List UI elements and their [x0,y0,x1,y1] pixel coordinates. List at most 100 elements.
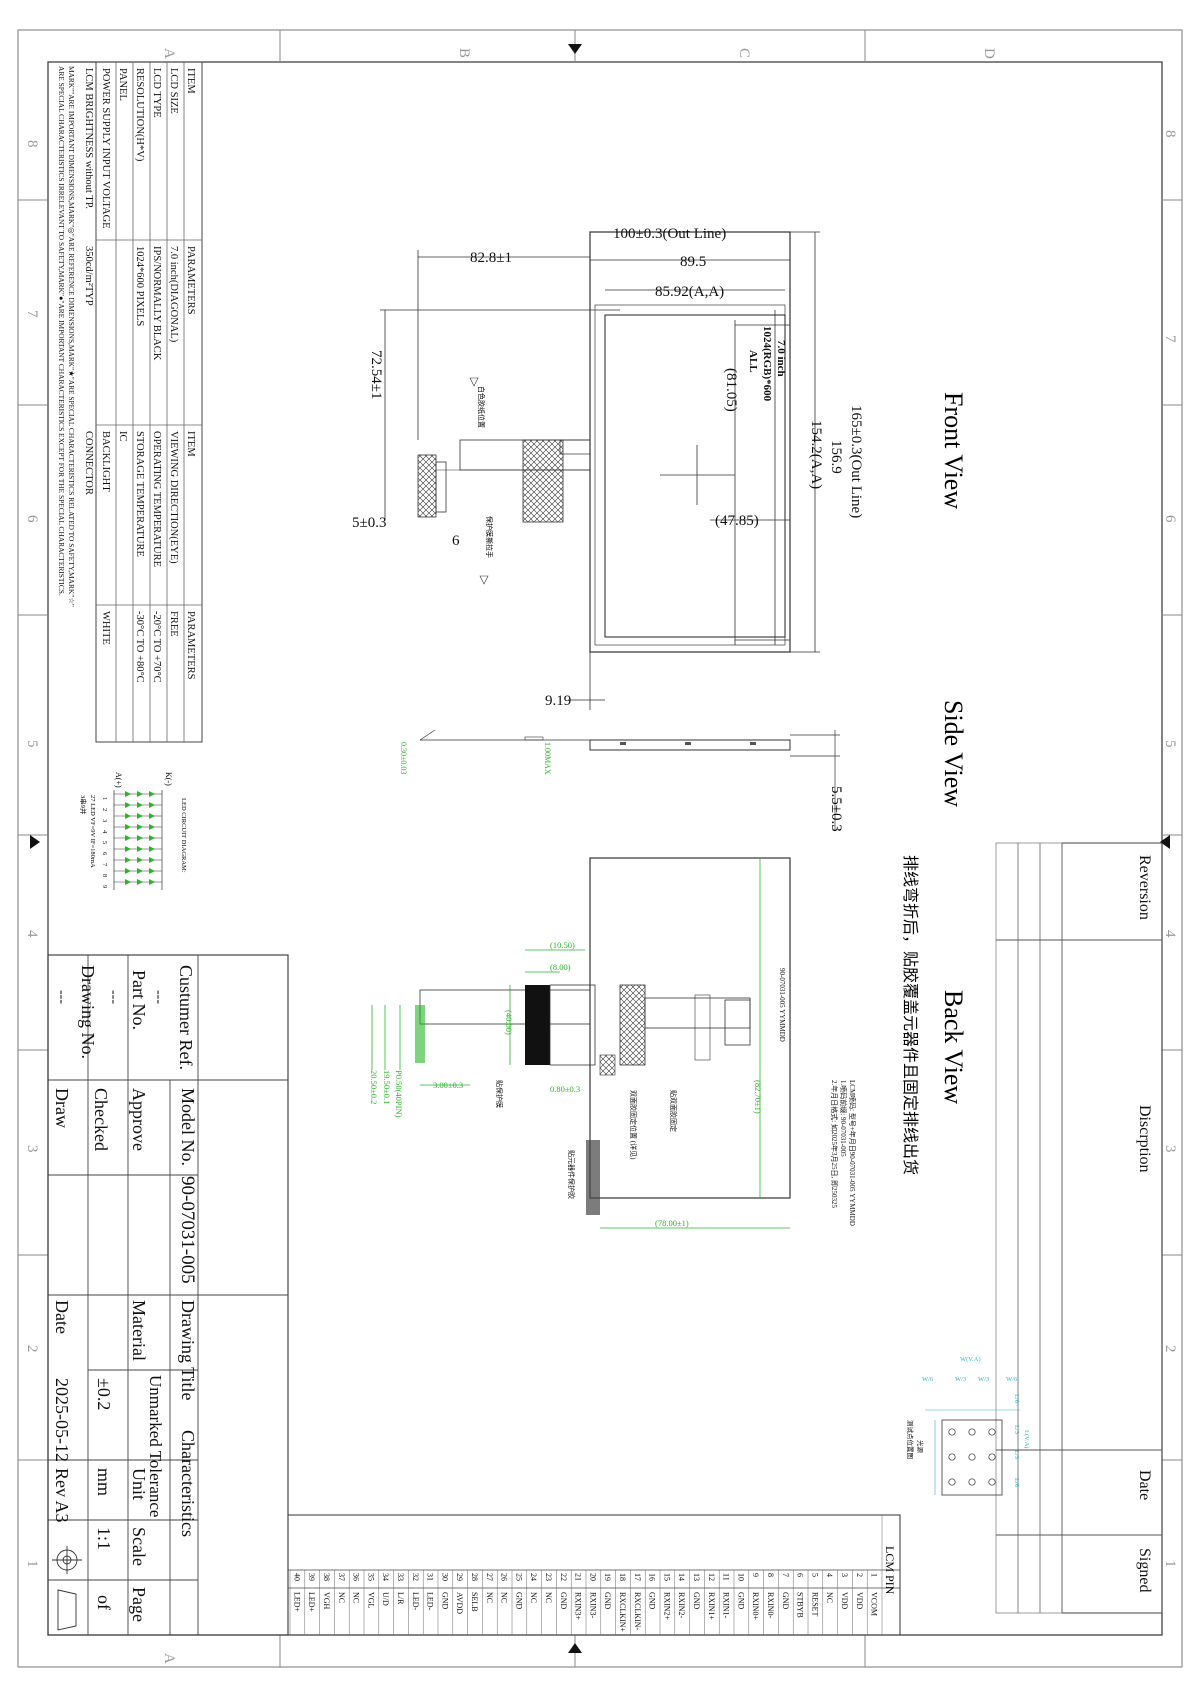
dim-component-height: 1.00MAX [543,742,552,775]
pin-signal: RXIN1- [722,1592,731,1619]
note-white-tape-marker-icon [469,377,479,387]
dim-height-156-9: 156.9 [828,440,844,474]
led-diode-icon [149,846,155,852]
pin-number: 35 [366,1573,375,1581]
pin-number: 33 [396,1573,405,1581]
back-view-note: 排线弯折后，贴胶覆盖元器件且固定排线出货 [901,855,919,1175]
pin-signal: RXIN1+ [707,1592,716,1621]
date-label: Date [52,1300,72,1334]
pin-number: 39 [307,1573,316,1581]
zone-row-4-right: 4 [1162,930,1178,938]
back-dim-82-70: (82.70±1) [753,1080,763,1114]
note-pull-tab-marker-icon [479,575,489,585]
led-diode-icon [149,791,155,797]
pixel-w3-b: W/3 [978,1376,989,1383]
led-num-1: 1 [101,797,108,800]
drawing-title-value: Characteristics [178,1430,198,1537]
zone-col-b: B [456,48,472,58]
revision-header-date: Date [1136,1470,1153,1500]
led-note-1: 27 LED VF=9V IF=180mA [89,795,96,868]
led-num-9: 9 [101,885,108,888]
pin-number: 8 [766,1573,775,1577]
pin-signal: L/R [396,1592,405,1605]
led-num-4: 4 [101,830,108,834]
pixel-caption-2: 测试点位置图 [906,1420,915,1459]
pin-signal: RXIN2+ [662,1592,671,1621]
test-point-panel [941,1419,1003,1496]
revision-header-description: Discrption [1136,1105,1153,1173]
pin-signal: LED+ [292,1592,301,1613]
pin-number: 2 [855,1573,864,1577]
pin-number: 24 [529,1573,538,1581]
spec-param-viewing: FREE [168,611,179,637]
pin-number: 22 [559,1573,568,1581]
spec-item-operating: OPERATING TEMPERATURE [151,431,162,567]
pin-number: 6 [796,1573,805,1577]
test-point-icon [968,1478,976,1486]
customer-ref-value: --- [151,990,166,1004]
zone-row-6: 6 [24,515,40,523]
front-active-area [604,314,786,638]
dim-offset: 9.19 [545,693,571,709]
test-point-icon [988,1478,996,1486]
zone-row-6-right: 6 [1162,515,1178,523]
dim-outline-width: 100±0.3(Out Line) [613,226,726,242]
led-diode-icon [125,802,131,808]
led-diode-icon [125,835,131,841]
zone-col-a-bottom: A [161,1653,177,1664]
title-block: Custumer Ref. --- Part No. --- Drawing N… [47,954,289,1636]
side-view: Side View 5.5±0.3 0.30±0.03 1.00MAX [399,700,968,832]
pin-number: 34 [381,1573,390,1581]
dim-fpc-pitch: 6 [452,533,460,549]
pin-number: 21 [574,1573,583,1581]
led-num-7: 7 [101,863,108,867]
spec-table: ITEM PARAMETERS ITEM PARAMETERS LCD SIZE… [57,61,203,743]
led-diode-icon [125,791,131,797]
pin-number: 18 [618,1573,627,1581]
led-diode-icon [137,846,143,852]
back-note-tape-fix: 贴双面胶固定 [669,1090,678,1132]
zone-row-8: 8 [24,140,40,148]
unit-value: mm [94,1468,114,1496]
led-diode-icon [125,813,131,819]
scale-label: Scale [129,1527,149,1566]
pin-number: 36 [352,1573,361,1581]
pixel-l3-a: L/3 [1013,1425,1020,1434]
back-note-component-tape: 贴元器件保护胶 [567,1150,576,1199]
model-no-value: 90-07031-005 [177,1176,198,1284]
spec-header-param-2: PARAMETERS [185,611,196,680]
pin-number: 30 [440,1573,449,1581]
pin-number: 40 [292,1573,301,1581]
spec-param-brightness: 350cd/m²TYP [83,246,94,306]
dim-outline-height: 165±0.3(Out Line) [848,405,864,518]
pin-number: 10 [736,1573,745,1581]
back-note-tape-position: 双面胶固定位置 (详见) [629,1090,638,1160]
pin-signal: NC [529,1592,538,1603]
pin-table: LCM PIN 1VCOM2VDD3VDD4NC5RESET6STBYB7GND… [287,1514,901,1636]
pin-number: 29 [455,1573,464,1581]
test-point-diagram: W(V.A) W/6 W/3 W/3 W/6 L(V.A) L/6 L/3 L/… [906,1356,1030,1496]
pixel-w6-left: W/6 [922,1376,934,1383]
revision-header-signed: Signed [1136,1548,1153,1592]
pin-signal: RXIN3+ [574,1592,583,1621]
zone-row-7-right: 7 [1162,335,1178,343]
led-num-3: 3 [101,819,108,822]
dim-fpc-x: 82.8±1 [470,250,512,266]
led-diode-icon [137,868,143,874]
label-size: 7.0 inch [775,340,787,377]
led-diode-icon [137,802,143,808]
spec-param-operating: -20°C TO +70°C [151,611,162,683]
back-view-label: Back View [939,990,968,1104]
led-diode-icon [149,835,155,841]
back-note-protective-film: 贴保护膜 [495,1080,504,1108]
led-num-6: 6 [101,852,108,856]
pin-signal: VGL [366,1592,375,1609]
led-diode-icon [137,824,143,830]
center-arrow-bottom [568,1643,582,1653]
pin-number: 9 [751,1573,760,1577]
front-fpc-connector [417,454,437,518]
zone-row-1-right: 1 [1162,1560,1178,1568]
back-fpc-black-block [525,985,550,1065]
pin-number: 12 [707,1573,716,1581]
led-diode-icon [149,868,155,874]
